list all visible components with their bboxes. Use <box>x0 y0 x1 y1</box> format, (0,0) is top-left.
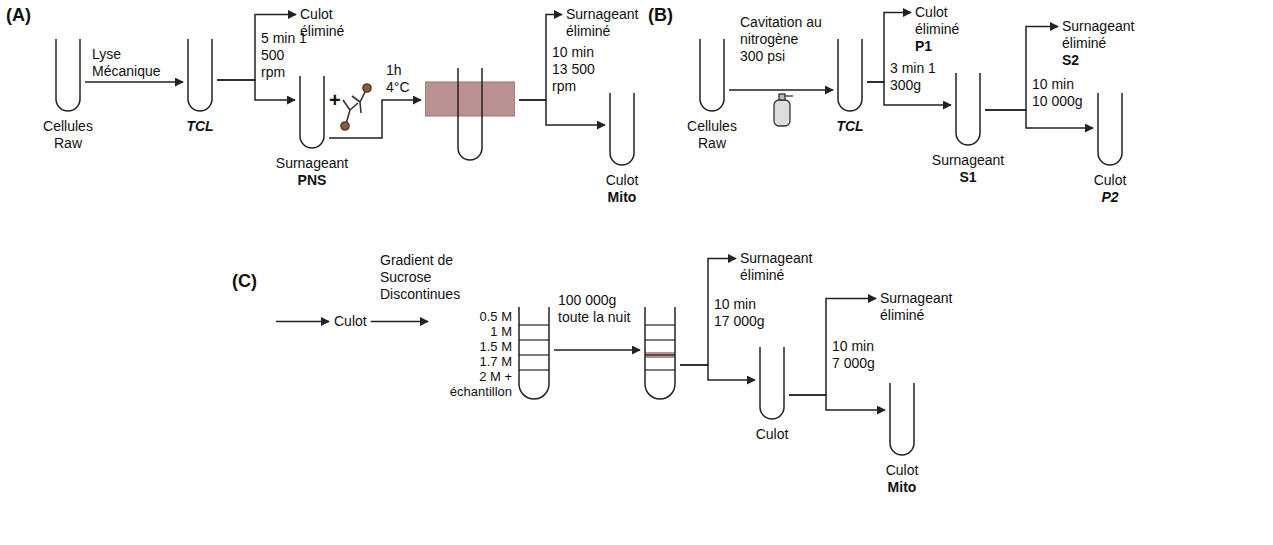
tube-label: Surnageant <box>276 155 348 172</box>
step-condition: Lyse Mécanique <box>92 46 178 80</box>
tube-outline <box>759 346 785 420</box>
text-node: Surnageant éliminéS2 <box>1062 18 1144 69</box>
tube-label: Mito <box>606 189 639 206</box>
tube-label: Surnageant <box>932 152 1004 169</box>
tube-outline <box>55 38 81 112</box>
node-text: S2 <box>1062 52 1144 69</box>
tube-outline <box>187 38 213 112</box>
step-condition: 5 min 1 500 rpm <box>261 30 307 81</box>
text-node: Surnageant éliminé <box>740 250 822 284</box>
process-arrow <box>729 89 833 91</box>
plus-sign: + <box>329 88 341 112</box>
panel-letter: (C) <box>232 270 257 292</box>
step-condition: 10 min 17 000g <box>714 296 772 330</box>
node-text: Surnageant éliminé <box>740 250 822 284</box>
process-arrow <box>680 365 755 380</box>
test-tube: SurnageantS1 <box>932 72 1004 186</box>
tube-label: TCL <box>836 118 863 135</box>
tube-outline <box>299 75 325 149</box>
sucrose-gradient-tube: 0.5 M1 M1.5 M1.7 M2 M + échantillon <box>432 306 550 400</box>
step-condition: 1h 4°C <box>386 62 420 96</box>
tube-label: Culot <box>1094 172 1127 189</box>
step-condition: 10 min 10 000g <box>1032 76 1090 110</box>
step-condition: 10 min 7 000g <box>832 338 884 372</box>
rack-drawing <box>425 66 515 166</box>
tube-outline <box>518 306 550 400</box>
concentration-column: 0.5 M1 M1.5 M1.7 M2 M + échantillon <box>432 306 512 399</box>
concentration-label: 1.7 M <box>432 354 512 369</box>
concentration-label: 1 M <box>432 324 512 339</box>
test-tube: Cellules Raw <box>38 38 98 152</box>
process-arrow <box>554 349 640 351</box>
text-node: Surnageant éliminé <box>880 290 962 324</box>
tube-label: Culot <box>606 172 639 189</box>
tube-outline <box>955 72 981 146</box>
test-tube: TCL <box>186 38 213 135</box>
step-condition: 100 000g toute la nuit <box>558 292 640 326</box>
process-arrow <box>371 321 428 323</box>
node-text: Surnageant éliminé <box>1062 18 1144 52</box>
process-arrow <box>789 395 885 410</box>
node-text: Culot <box>334 313 367 330</box>
antibody-beads <box>341 84 371 130</box>
tube-label: P2 <box>1094 189 1127 206</box>
tube-label: TCL <box>186 118 213 135</box>
process-arrow <box>519 100 605 125</box>
lead-in-arrow <box>276 321 329 323</box>
process-arrow <box>217 80 295 100</box>
text-node: Culot éliminéP1 <box>915 4 977 55</box>
gradient-tube-band <box>644 306 676 400</box>
test-tube: TCL <box>836 38 863 135</box>
test-tube: Cellules Raw <box>682 38 742 152</box>
step-condition: Gradient de Sucrose Discontinues <box>380 252 466 303</box>
tube-label: Mito <box>886 479 919 496</box>
test-tube: CulotMito <box>606 92 639 206</box>
text-node: Culot <box>334 313 367 330</box>
test-tube: Culot <box>756 346 789 443</box>
step-condition: 3 min 1 300g <box>890 60 940 94</box>
tube-label: Culot <box>886 462 919 479</box>
tube-outline <box>609 92 635 166</box>
process-arrow <box>329 100 421 138</box>
concentration-label: 0.5 M <box>432 309 512 324</box>
node-text: Surnageant éliminé <box>880 290 962 324</box>
step-condition: 10 min 13 500 rpm <box>552 44 602 95</box>
node-text: P1 <box>915 38 977 55</box>
tube-outline <box>699 38 725 112</box>
tube-label: S1 <box>932 169 1004 186</box>
test-tube: CulotMito <box>886 382 919 496</box>
nitrogen-bomb <box>774 94 793 126</box>
panel-letter: (B) <box>648 4 673 26</box>
process-arrow <box>85 81 183 83</box>
tube-outline <box>889 382 915 456</box>
step-condition: Cavitation au nitrogène 300 psi <box>740 14 824 65</box>
tube-outline <box>837 38 863 112</box>
node-text: Culot éliminé <box>915 4 977 38</box>
tube-outline <box>1097 92 1123 166</box>
text-node: Culot éliminé <box>300 6 362 40</box>
concentration-label: 2 M + échantillon <box>432 369 512 399</box>
tube-label: Cellules Raw <box>38 118 98 152</box>
panel-letter: (A) <box>6 4 31 26</box>
tube-label: Cellules Raw <box>682 118 742 152</box>
tube-label: Culot <box>756 426 789 443</box>
tube-outline <box>644 306 676 400</box>
node-text: Surnageant éliminé <box>566 6 648 40</box>
node-text: Culot éliminé <box>300 6 362 40</box>
test-tube: CulotP2 <box>1094 92 1127 206</box>
process-arrow <box>985 110 1093 128</box>
concentration-label: 1.5 M <box>432 339 512 354</box>
tube-label: PNS <box>276 172 348 189</box>
magnetic-rack <box>425 66 515 166</box>
text-node: Surnageant éliminé <box>566 6 648 40</box>
